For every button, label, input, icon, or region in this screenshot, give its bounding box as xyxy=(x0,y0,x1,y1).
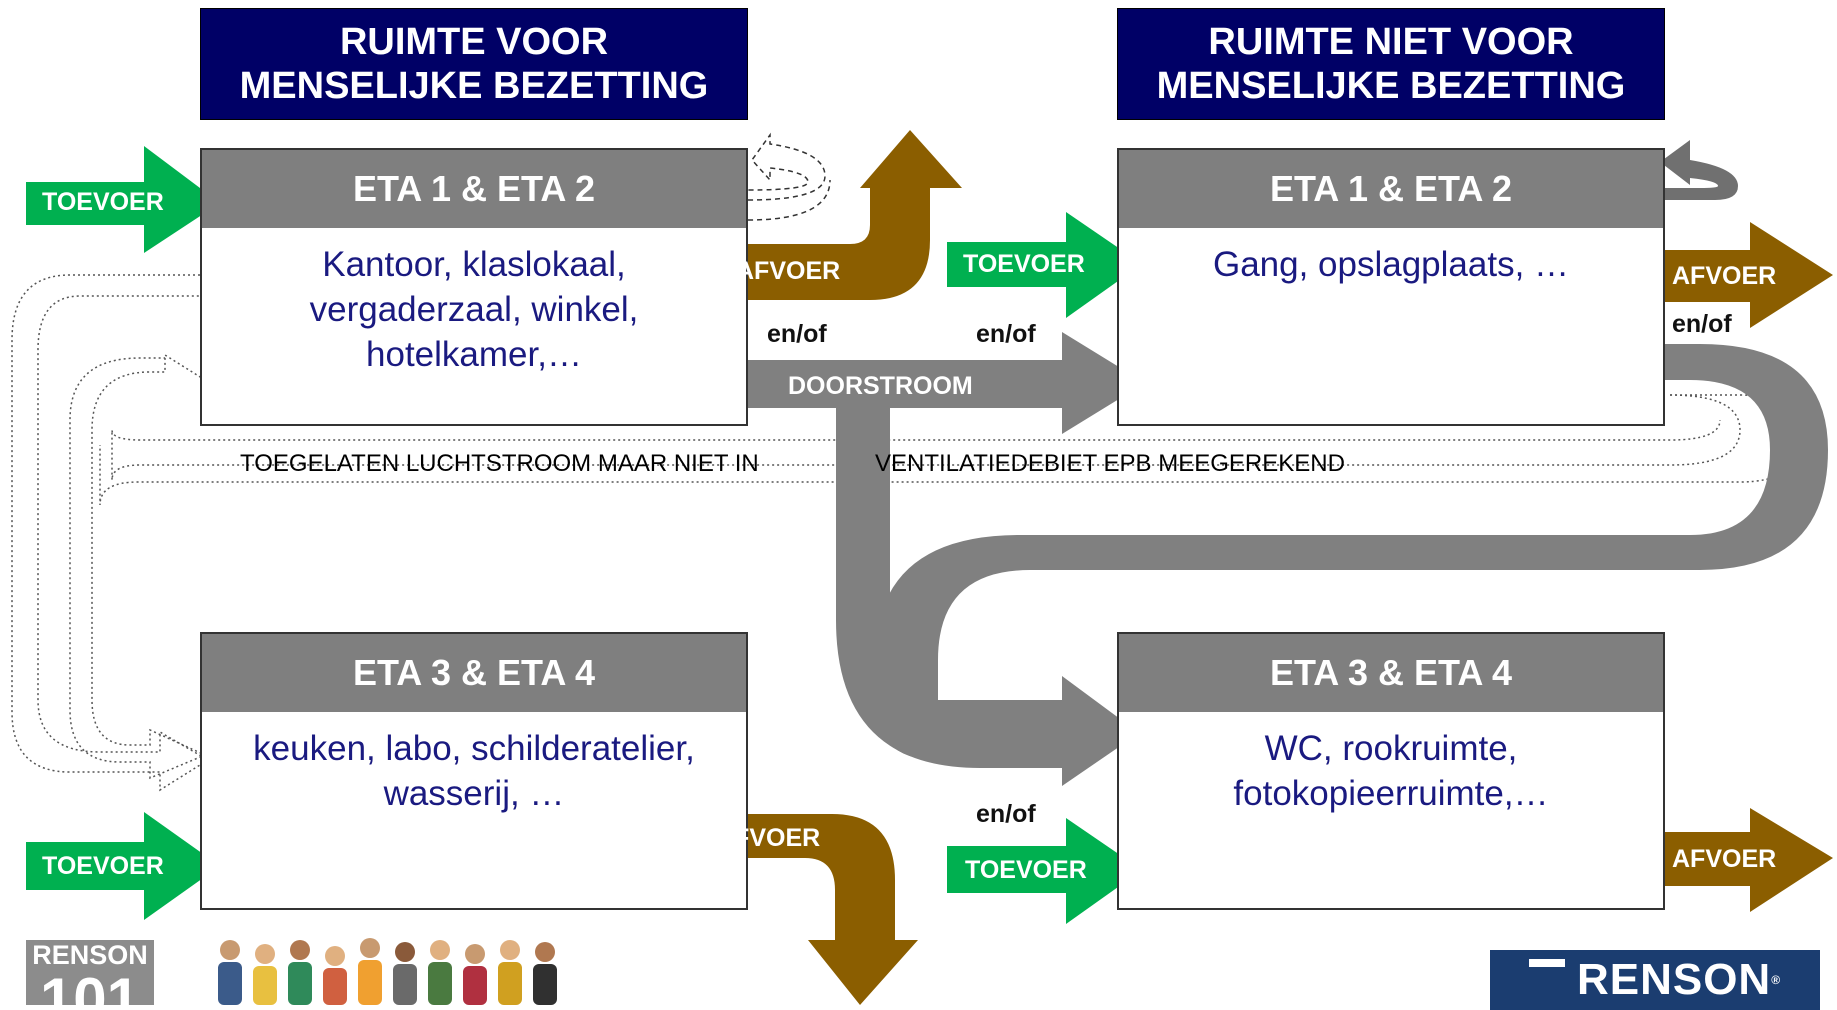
doorstroom-label: DOORSTROOM xyxy=(788,372,973,400)
box-bottom-right: ETA 3 & ETA 4 WC, rookruimte, fotokopiee… xyxy=(1117,632,1665,910)
toevoer-label: TOEVOER xyxy=(42,852,164,880)
header-non-human-occupancy: RUIMTE NIET VOOR MENSELIJKE BEZETTING xyxy=(1117,8,1665,120)
students-group-image xyxy=(218,938,557,1005)
box-bottom-left: ETA 3 & ETA 4 keuken, labo, schilderatel… xyxy=(200,632,748,910)
doorstroom-loop-arrow xyxy=(875,344,1828,784)
toevoer-arrow-1 xyxy=(26,146,220,253)
renson-101-logo-number: 101 xyxy=(39,966,141,1005)
afvoer-arrow-right-2 xyxy=(1640,808,1833,912)
permitted-airflow-note-part2: VENTILATIEDEBIET EPB MEEGEREKEND xyxy=(875,450,1345,477)
toevoer-label: TOEVOER xyxy=(963,250,1085,278)
afvoer-label: AFVOER xyxy=(736,257,841,285)
afvoer-label: AFVOER xyxy=(1672,845,1777,873)
enof-label: en/of xyxy=(1672,310,1732,338)
toevoer-arrow-4 xyxy=(947,818,1142,924)
enof-label: en/of xyxy=(976,800,1036,828)
toevoer-arrow-3 xyxy=(947,212,1142,318)
renson-101-logo-top: RENSON xyxy=(32,940,148,970)
registered-mark: ® xyxy=(1771,973,1782,987)
renson-house-icon xyxy=(1528,959,1565,1001)
box-top-right: ETA 1 & ETA 2 Gang, opslagplaats, … xyxy=(1117,148,1665,426)
renson-101-logo: RENSON 101 xyxy=(26,940,154,1005)
toevoer-arrow-2 xyxy=(26,812,220,920)
box-description: Kantoor, klaslokaal, vergaderzaal, winke… xyxy=(309,245,639,374)
header-human-occupancy: RUIMTE VOOR MENSELIJKE BEZETTING xyxy=(200,8,748,120)
afvoer-arrow-up xyxy=(712,130,962,300)
permitted-airflow-note-part1: TOEGELATEN LUCHTSTROOM MAAR NIET IN xyxy=(240,450,759,477)
box-top-left: ETA 1 & ETA 2 Kantoor, klaslokaal, verga… xyxy=(200,148,748,426)
renson-logo-text: RENSON xyxy=(1576,955,1772,1004)
renson-logo: RENSON® xyxy=(1490,950,1820,1010)
box-title: ETA 1 & ETA 2 xyxy=(202,150,746,228)
box-title: ETA 3 & ETA 4 xyxy=(202,634,746,712)
box-description: WC, rookruimte, fotokopieerruimte,… xyxy=(1233,729,1549,813)
enof-label: en/of xyxy=(976,320,1036,348)
dashed-recirculation-loop xyxy=(747,132,831,221)
box-title: ETA 1 & ETA 2 xyxy=(1119,150,1663,228)
doorstroom-arrow xyxy=(712,332,1145,786)
recirculation-loop-arrow xyxy=(1660,140,1738,200)
afvoer-label: AFVOER xyxy=(716,824,821,852)
toevoer-label: TOEVOER xyxy=(965,856,1087,884)
afvoer-arrow-down xyxy=(704,814,918,1005)
box-description: Gang, opslagplaats, … xyxy=(1212,245,1570,284)
afvoer-label: AFVOER xyxy=(1672,262,1777,290)
box-title: ETA 3 & ETA 4 xyxy=(1119,634,1663,712)
afvoer-arrow-right-1 xyxy=(1640,222,1833,328)
toevoer-label: TOEVOER xyxy=(42,188,164,216)
enof-label: en/of xyxy=(767,320,827,348)
box-description: keuken, labo, schilderatelier, wasserij,… xyxy=(253,729,695,813)
